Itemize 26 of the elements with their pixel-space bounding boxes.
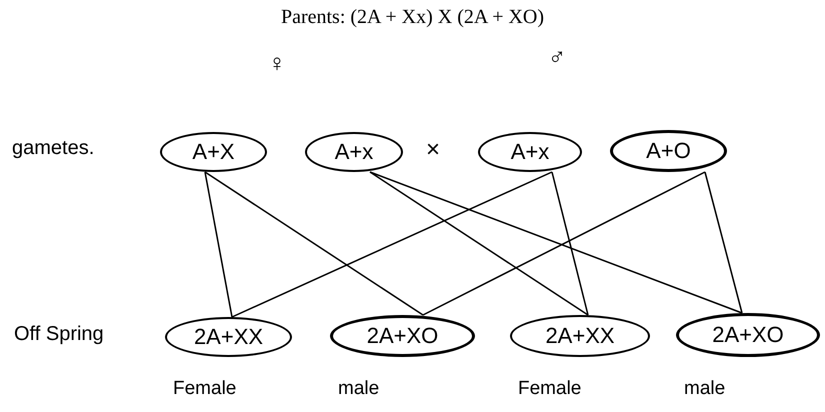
- sex-label: male: [684, 379, 726, 398]
- sex-label: male: [338, 379, 380, 398]
- text-label: Off Spring: [14, 324, 104, 344]
- node-label: A+x: [510, 141, 550, 163]
- text-label: ♀: [268, 52, 286, 76]
- text-label: gametes.: [12, 138, 94, 158]
- connector-line: [204, 172, 233, 318]
- connector-line: [704, 172, 743, 314]
- node-label: 2A+XO: [366, 325, 438, 347]
- connector-line: [551, 172, 589, 316]
- connector-line: [232, 171, 552, 318]
- node-label: 2A+XX: [194, 326, 264, 348]
- connector-line: [370, 171, 588, 316]
- text-label: ♂: [548, 46, 566, 70]
- connector-line: [204, 171, 424, 316]
- sex-label: Female: [173, 379, 236, 398]
- node-label: 2A+XX: [545, 325, 615, 347]
- node-label: A+O: [646, 140, 691, 162]
- title: Parents: (2A + Xx) X (2A + XO): [280, 5, 546, 30]
- node-label: A+x: [334, 141, 374, 163]
- connector-line: [422, 171, 706, 316]
- sex-label: Female: [518, 379, 582, 398]
- text-label: ×: [426, 138, 440, 162]
- node-label: A+X: [192, 141, 235, 163]
- connector-line: [370, 171, 742, 314]
- node-label: 2A+XO: [712, 324, 784, 346]
